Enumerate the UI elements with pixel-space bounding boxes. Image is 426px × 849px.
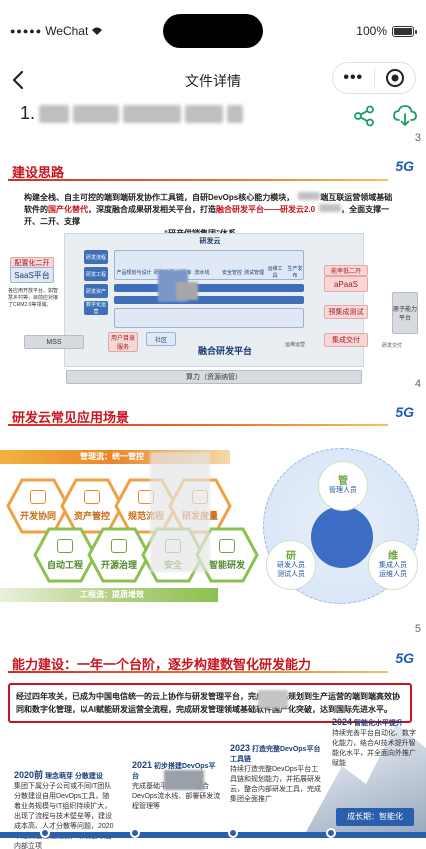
status-left: ●●●●● WeChat <box>10 24 103 38</box>
process-item: 流水线 <box>194 269 210 276</box>
platform-title: 融合研发平台 <box>197 345 252 356</box>
tool-bar <box>114 296 304 304</box>
slide-title: 研发云常见应用场景 <box>12 410 130 425</box>
page-number: 5 <box>414 623 421 635</box>
brand-logo: 5G <box>395 158 414 174</box>
redacted-block <box>258 690 288 708</box>
process-item: 安全管控 <box>222 269 243 276</box>
share-button[interactable] <box>353 105 375 127</box>
file-header: 1. <box>0 100 426 140</box>
automation-icon <box>57 539 73 553</box>
side-label: 数字化运营 <box>84 301 108 315</box>
redacted-block <box>176 282 198 300</box>
capsule-divider <box>373 69 375 87</box>
cloud-download-icon <box>393 105 417 126</box>
side-label: 研发资产 <box>84 284 108 298</box>
redacted-filename <box>185 104 224 123</box>
page-title: 文件详情 <box>185 73 241 89</box>
slide-title: 能力建设：一年一个台阶，逐步构建数智化研发能力 <box>12 657 312 672</box>
process-item: 生产发布 <box>287 266 303 279</box>
redacted-filename <box>123 104 182 123</box>
target-icon <box>385 69 404 87</box>
delivery-box: 集成交付 <box>324 333 368 347</box>
timeline-dot <box>228 828 238 838</box>
collaboration-icon <box>30 490 46 504</box>
right-tag: 能率低二开 <box>324 265 368 276</box>
process-item: 测试管理 <box>244 269 265 276</box>
brand-logo: 5G <box>395 650 414 666</box>
title-underline <box>8 671 388 673</box>
process-item: 运维工具 <box>267 266 283 279</box>
redacted-filename <box>227 104 244 123</box>
timeline-dot <box>40 828 50 838</box>
hex-open-source: 开源治理 <box>87 527 151 583</box>
hex-auto-engineering: 自动工程 <box>33 527 97 583</box>
page-number: 3 <box>414 132 421 144</box>
nav-bar: 文件详情 ••• <box>0 60 426 100</box>
ops-label: 运维运营 <box>284 341 305 348</box>
page-number: 4 <box>414 378 421 390</box>
tool-bar <box>114 284 304 292</box>
timeline-dot <box>130 828 140 838</box>
capability-row <box>114 308 304 328</box>
timeline-axis <box>0 832 426 838</box>
miniprogram-capsule: ••• <box>332 62 416 94</box>
ai-icon <box>219 539 235 553</box>
timeline-item: 2024 智能化水平提升 持续完善平台自动化、数字化能力，结合AI技术提升智能化… <box>332 717 416 767</box>
camera-notch <box>163 14 263 48</box>
community-box: 社区 <box>146 332 176 346</box>
process-grid <box>114 250 304 280</box>
side-label: 研发工程 <box>84 267 108 281</box>
delivery-label: 研发交付 <box>381 342 402 349</box>
redacted-text <box>298 192 321 200</box>
compute-bar: 算力（资源纳管） <box>66 370 362 384</box>
role-ring-core <box>311 506 373 568</box>
redacted-block <box>150 452 210 572</box>
status-bar: ●●●●● WeChat 100% <box>0 0 426 60</box>
redacted-filename <box>73 104 120 123</box>
wifi-icon <box>92 27 103 35</box>
summary-box: 经过四年攻关，已成为中国电信统一的云上协作与研发管理平台，完成了产品规划到生产运… <box>8 683 412 723</box>
status-right: 100% <box>356 24 417 38</box>
battery-icon <box>392 25 417 37</box>
slide-title: 建设思路 <box>12 165 65 180</box>
share-icon <box>354 105 374 127</box>
growth-stage-badge: 成长期：智能化 <box>336 808 414 826</box>
timeline-dot <box>326 828 336 838</box>
role-node-ops: 维集成人员 运维人员 <box>368 540 418 590</box>
role-node-developer: 研研发人员 测试人员 <box>266 540 316 590</box>
redacted-block <box>164 770 204 790</box>
process-item: 产品规划与设计 <box>116 269 152 276</box>
asset-icon <box>84 490 100 504</box>
redacted-filename <box>39 104 70 123</box>
mss-box: MSS <box>24 335 84 349</box>
download-button[interactable] <box>392 103 418 129</box>
timeline-item: 2023 打造完整DevOps平台工具链 持续打造完整DevOps平台工具链和规… <box>230 743 321 803</box>
signal-dots-icon: ●●●●● <box>10 26 43 36</box>
integration-test-box: 预集成测试 <box>324 305 368 319</box>
apaas-box: aPaaS <box>324 276 368 292</box>
brand-logo: 5G <box>395 404 414 420</box>
back-button[interactable] <box>6 66 34 94</box>
user-directory-box: 用户目录服务 <box>108 332 138 352</box>
file-name-prefix: 1. <box>20 103 36 123</box>
file-name: 1. <box>20 103 244 124</box>
left-note: 各应用开放平台、如智慧乡村等，目前应对接了CRM2.0等领域。 <box>8 288 59 308</box>
redacted-text <box>319 204 342 212</box>
saas-box: SaaS平台 <box>10 267 54 283</box>
title-underline <box>8 179 388 181</box>
battery-percent: 100% <box>356 24 387 38</box>
role-node-manager: 管管理人员 <box>318 461 368 511</box>
more-options-button[interactable]: ••• <box>343 69 364 86</box>
title-underline <box>8 424 388 426</box>
carrier-label: WeChat <box>45 24 89 38</box>
chevron-left-icon <box>12 70 24 90</box>
open-source-icon <box>111 539 127 553</box>
side-label: 研发流程 <box>84 250 108 264</box>
atomic-capability-box: 原子能力平台 <box>392 292 418 334</box>
close-miniprogram-button[interactable] <box>374 68 415 88</box>
diagram-header: 研发云 <box>199 238 221 245</box>
engineering-flow-banner: 工程流：提质增效 <box>0 588 218 602</box>
